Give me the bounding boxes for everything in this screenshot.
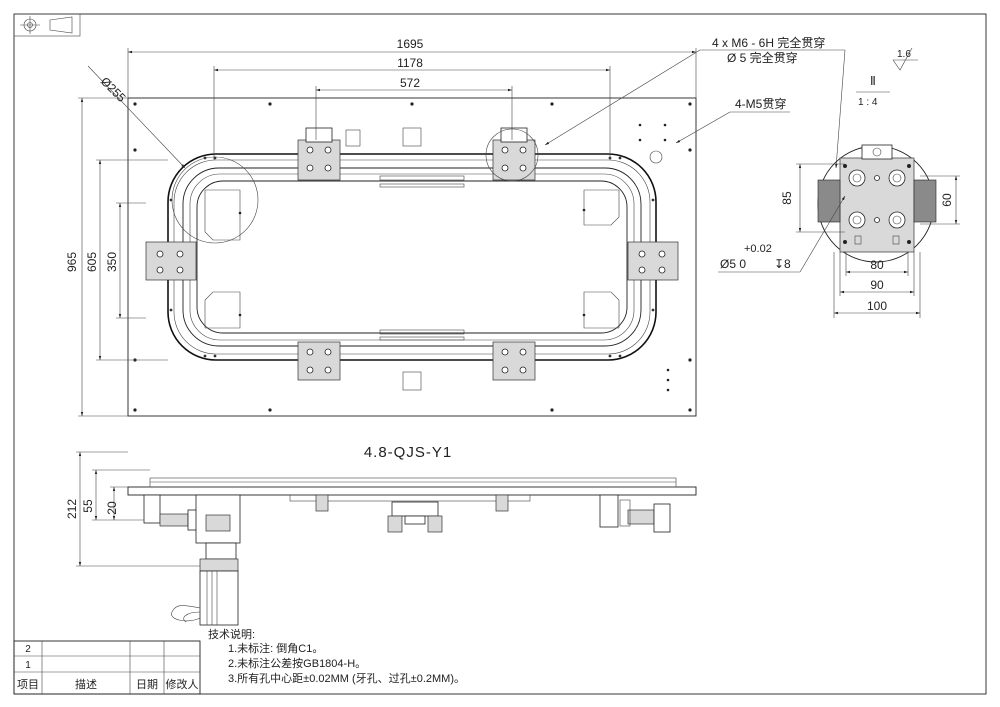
side-dim-55: 55 (81, 499, 95, 513)
base-plate (127, 97, 697, 417)
roughness-value: 1.6 (897, 49, 911, 60)
carriage-bottom-left (297, 341, 341, 381)
roughness-symbol: 1.6 (892, 47, 918, 71)
detail-label: Ⅱ (870, 74, 876, 88)
side-view: 212 55 20 (65, 451, 697, 626)
detail-hole-depth: ↧8 (774, 257, 791, 271)
detail-dim-60: 60 (940, 193, 954, 207)
tech-note-1: 1.未标注: 倒角C1。 (228, 641, 323, 655)
detail-dim-85: 85 (780, 191, 794, 205)
dim-height-overall: 965 (65, 252, 79, 272)
rev-header-date: 日期 (136, 678, 158, 691)
rev-header-desc: 描述 (75, 677, 97, 691)
technical-notes: 技术说明: 1.未标注: 倒角C1。 2.未标注公差按GB1804-H。 3.所… (208, 627, 465, 685)
carriage-right (627, 241, 679, 281)
rev-row-2: 2 (25, 644, 31, 655)
detail-circle (171, 156, 259, 244)
detail-view: Ⅱ 1 : 4 85 60 80 90 100 (718, 74, 960, 318)
motor (199, 570, 239, 626)
tech-note-3: 3.所有孔中心距±0.02MM (牙孔、过孔±0.2MM)。 (228, 671, 465, 685)
carriage-top-right (492, 127, 536, 181)
detail-dim-90: 90 (870, 278, 884, 292)
dim-height-inner: 350 (105, 252, 119, 272)
plan-view (127, 97, 697, 417)
note-m5-holes: 4-M5贯穿 (735, 96, 786, 111)
projection-symbol (13, 13, 81, 37)
tech-notes-title: 技术说明: (208, 627, 255, 641)
rev-header-item: 项目 (17, 678, 39, 691)
track-outer (167, 153, 657, 361)
side-dim-212: 212 (65, 499, 79, 519)
dim-width-overall: 1695 (397, 37, 424, 51)
carriage-left (145, 241, 197, 281)
detail-dim-100: 100 (867, 299, 887, 313)
rev-header-modifier: 修改人 (166, 677, 199, 691)
note-through-hole: Ø 5 完全贯穿 (727, 50, 798, 65)
note-threaded-holes: 4 x M6 - 6H 完全贯穿 (712, 35, 825, 50)
plan-dimensions: 1695 1178 572 965 605 350 Ø255 (65, 37, 697, 417)
detail-scale: 1 : 4 (858, 97, 878, 108)
detail-hole-tol: +0.02 (744, 243, 772, 255)
dim-height-mid: 605 (85, 252, 99, 272)
side-base-plate (127, 486, 697, 496)
dim-width-inner: 572 (400, 76, 420, 90)
tech-note-2: 2.未标注公差按GB1804-H。 (228, 656, 366, 670)
hole-notes: 4 x M6 - 6H 完全贯穿 Ø 5 完全贯穿 4-M5贯穿 (544, 35, 846, 169)
detail-dim-80: 80 (870, 258, 884, 272)
dim-width-mid: 1178 (397, 56, 423, 70)
rev-row-1: 1 (25, 660, 31, 671)
carriage-bottom-right (492, 341, 536, 381)
carriage-top-left (297, 127, 341, 181)
dim-circle-dia: Ø255 (98, 74, 129, 105)
revision-table: 2 1 项目 描述 日期 修改人 (13, 640, 201, 695)
sheet-border (13, 13, 987, 695)
detail-hole-dia: Ø5 0 (720, 257, 746, 271)
drawing-number: 4.8-QJS-Y1 (364, 444, 452, 461)
side-dim-20: 20 (105, 501, 119, 515)
